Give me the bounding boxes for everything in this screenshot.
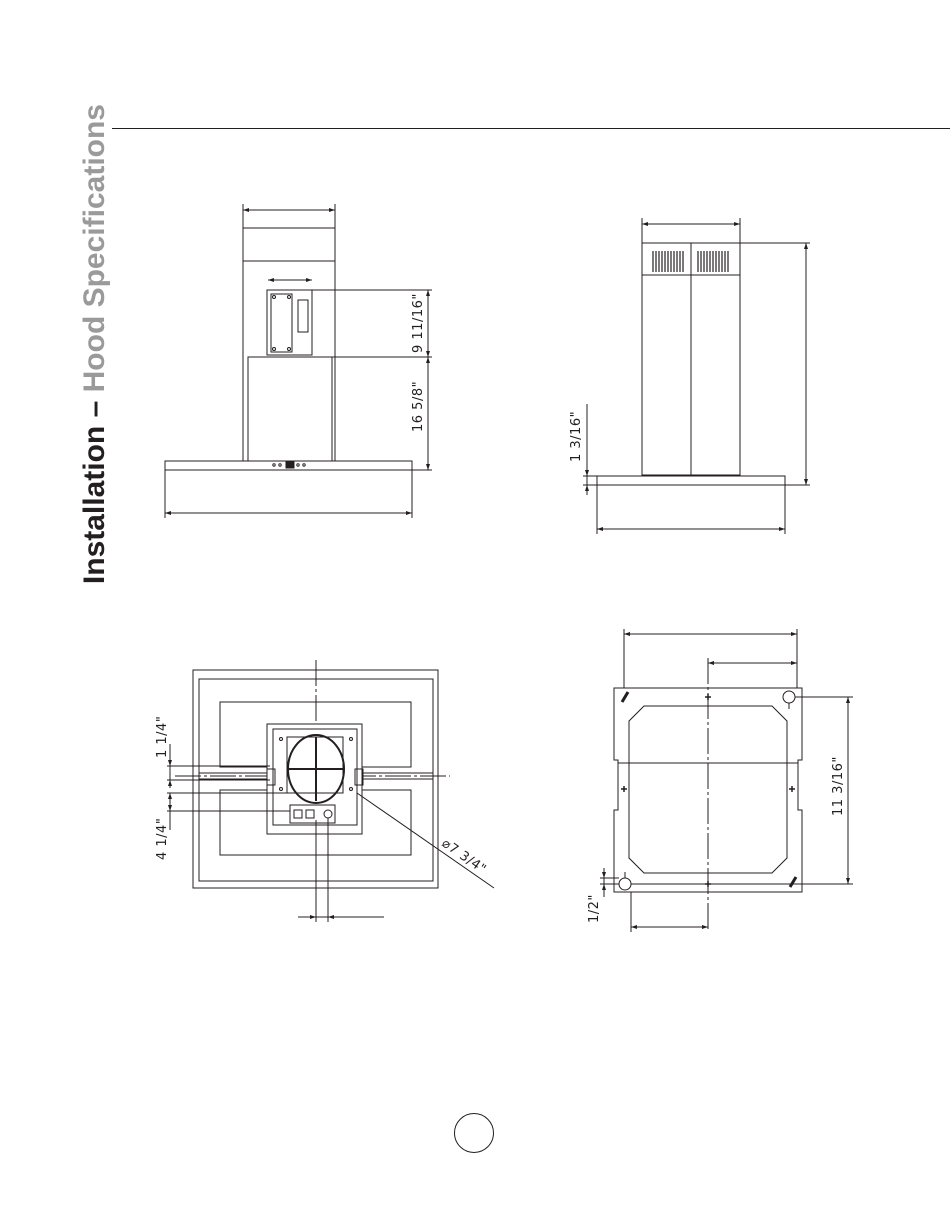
top-view-drawing [167,660,494,922]
front-view-drawing [165,204,432,518]
front-dim-lower: 16 5/8" [411,381,426,432]
bracket-dim-offset: 1/2" [587,894,602,923]
bracket-view-drawing [600,629,853,932]
top-dim-lower: 4 1/4" [155,818,170,860]
side-view-drawing [583,218,810,534]
side-dim-canopy: 1 3/16" [569,411,584,462]
page-number-circle [454,1113,494,1153]
front-dim-upper: 9 11/16" [411,293,426,353]
top-dim-duct: ⌀7 3/4" [439,836,489,877]
bracket-dim-height: 11 3/16" [831,756,846,816]
top-dim-upper: 1 1/4" [155,716,170,758]
